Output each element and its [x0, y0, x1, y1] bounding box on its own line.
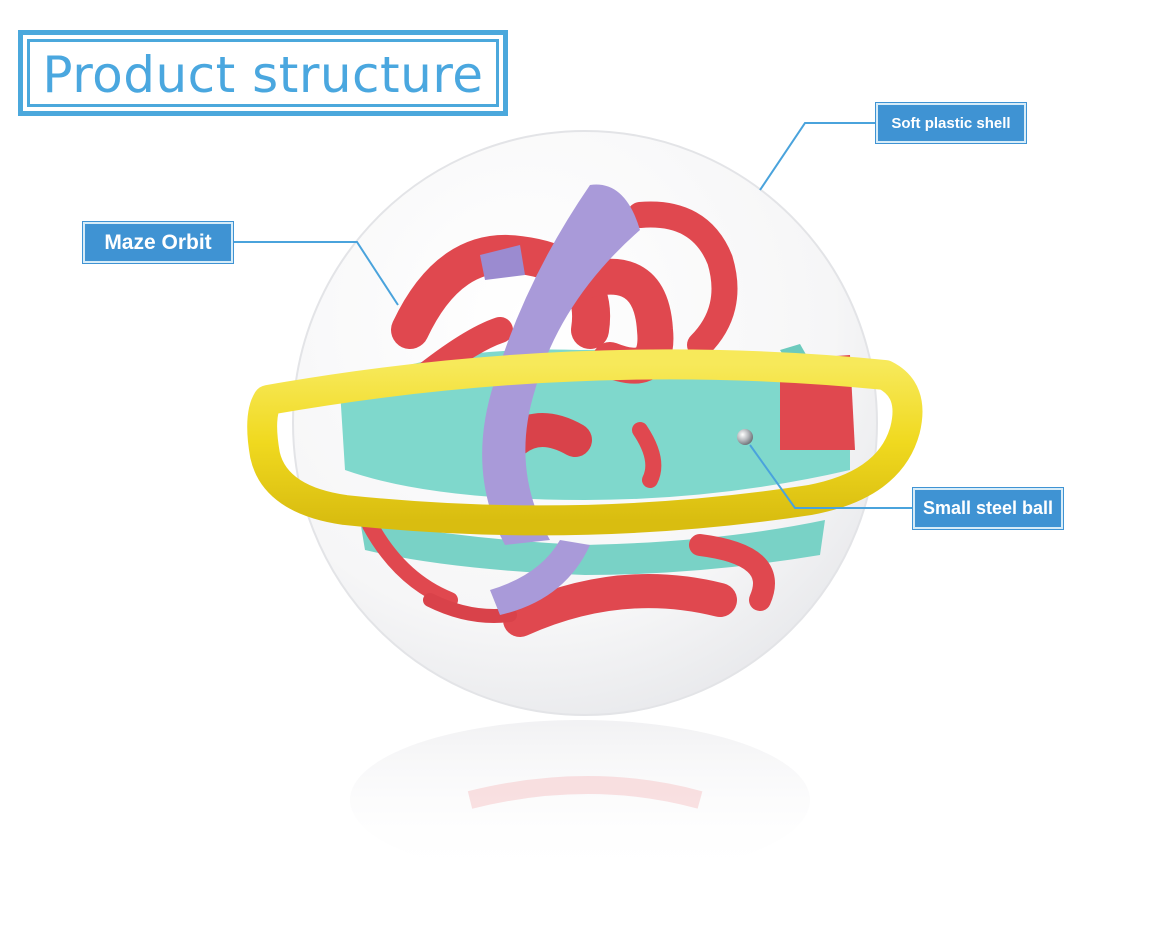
callout-maze-orbit: Maze Orbit — [83, 222, 233, 263]
callout-small-steel-ball: Small steel ball — [913, 488, 1063, 529]
callout-soft-plastic-shell: Soft plastic shell — [876, 103, 1026, 143]
page-title: Product structure — [42, 46, 484, 104]
steel-ball — [737, 429, 753, 445]
leader-lines — [233, 122, 913, 509]
yellow-ring — [247, 349, 923, 536]
maze-purple-frame — [480, 184, 640, 615]
floor-reflection — [350, 720, 810, 880]
title-box: Product structure — [18, 30, 508, 116]
